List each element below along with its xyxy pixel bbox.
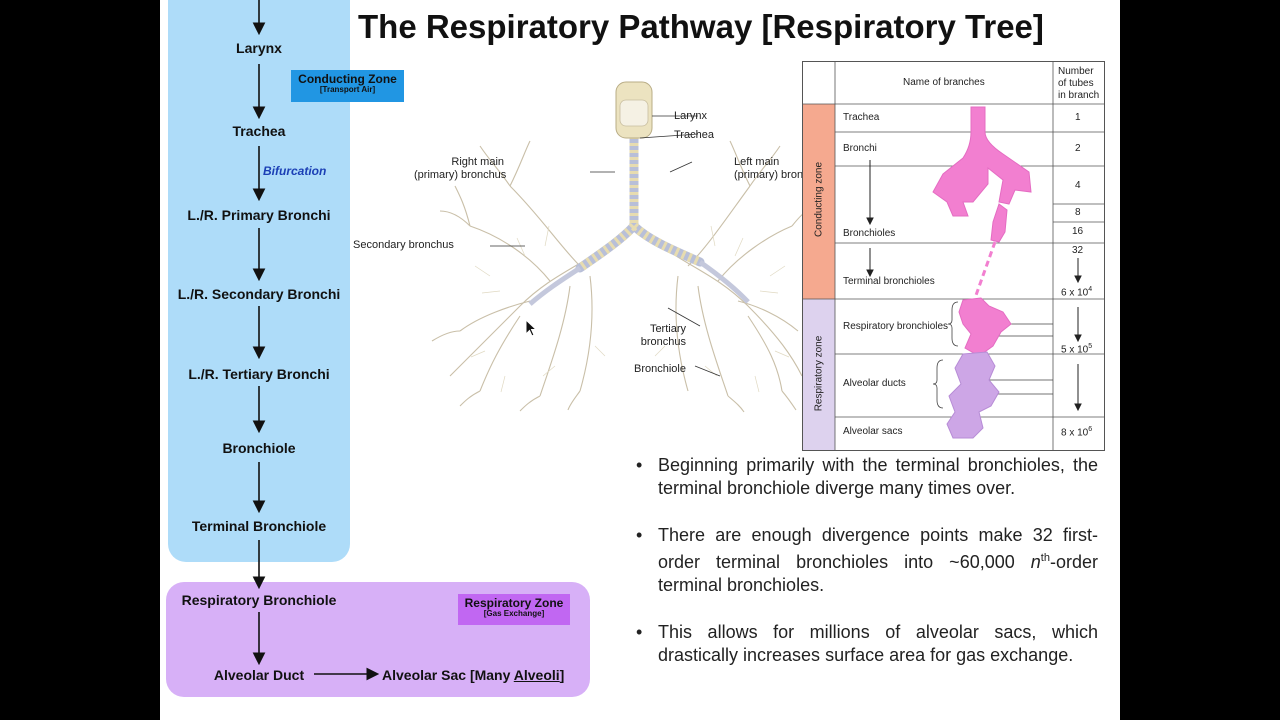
table-row-count: 8 x 106 — [1061, 426, 1093, 439]
node-larynx: Larynx — [236, 40, 282, 56]
node-primary-bronchi: L./R. Primary Bronchi — [187, 207, 331, 223]
node-tertiary-bronchi: L./R. Tertiary Bronchi — [188, 366, 330, 382]
respiratory-zone-tag: Respiratory Zone [Gas Exchange] — [458, 594, 570, 625]
table-row-count: 16 — [1072, 226, 1084, 237]
table-row-count: 2 — [1075, 143, 1081, 154]
alveoli-link[interactable]: Alveoli — [513, 667, 560, 683]
table-row-name: Alveolar sacs — [843, 426, 903, 437]
bullet-list: Beginning primarily with the terminal br… — [636, 454, 1098, 691]
bullet-item: There are enough divergence points make … — [636, 524, 1098, 597]
table-row-count: 8 — [1075, 207, 1081, 218]
table-row-name: Bronchioles — [843, 228, 896, 239]
node-respiratory-bronchiole: Respiratory Bronchiole — [181, 592, 337, 608]
purple-alveoli-drawing — [946, 351, 1000, 439]
conducting-zone-tag: Conducting Zone [Transport Air] — [291, 70, 404, 102]
label-secondary-bronchus: Secondary bronchus — [353, 239, 454, 251]
conducting-zone-vertical-label: Conducting zone — [813, 161, 825, 238]
respiratory-zone-band — [803, 299, 835, 450]
table-row-count: 4 — [1075, 180, 1081, 191]
mouse-cursor-icon — [525, 319, 538, 337]
label-right-main-bronchus: Right main(primary) bronchus — [414, 156, 507, 181]
table-row-name: Bronchi — [843, 143, 877, 154]
bifurcation-label: Bifurcation — [263, 164, 327, 178]
node-secondary-bronchi: L./R. Secondary Bronchi — [177, 286, 341, 302]
table-header-name: Name of branches — [903, 77, 985, 88]
table-row-count: 6 x 104 — [1061, 286, 1093, 299]
conducting-zone-band — [803, 104, 835, 299]
label-trachea: Trachea — [674, 129, 714, 141]
bullet-item: Beginning primarily with the terminal br… — [636, 454, 1098, 500]
pink-airway-drawing — [932, 106, 1032, 243]
node-bronchiole: Bronchiole — [222, 440, 296, 456]
respiratory-zone-vertical-label: Respiratory zone — [813, 335, 825, 412]
bullet-item: This allows for millions of alveolar sac… — [636, 621, 1098, 667]
bronchial-tree-figure — [431, 81, 809, 413]
table-row-name: Terminal bronchioles — [843, 276, 935, 287]
node-trachea: Trachea — [232, 123, 286, 139]
table-row-name: Respiratory bronchioles — [843, 321, 949, 332]
table-row-count: 1 — [1075, 112, 1081, 123]
branching-table: Conducting zone Respiratory zone Name of… — [802, 61, 1105, 451]
page-title: The Respiratory Pathway [Respiratory Tre… — [358, 8, 1044, 45]
slide: Larynx Trachea Bifurcation L./R. Primary… — [160, 0, 1120, 720]
node-alveolar-sac: Alveolar Sac [Many Alveoli] — [382, 667, 565, 683]
flowchart-arrows — [252, 0, 380, 681]
label-left-main-bronchus: Left main(primary) bron — [734, 156, 804, 181]
node-terminal-bronchiole: Terminal Bronchiole — [191, 518, 327, 534]
label-bronchiole: Bronchiole — [634, 363, 686, 375]
table-row-count: 5 x 105 — [1061, 343, 1093, 356]
table-row-name: Trachea — [843, 112, 880, 123]
table-row-name: Alveolar ducts — [843, 378, 906, 389]
table-row-count: 32 — [1072, 245, 1084, 256]
node-alveolar-duct: Alveolar Duct — [213, 667, 305, 683]
label-larynx: Larynx — [674, 110, 708, 122]
